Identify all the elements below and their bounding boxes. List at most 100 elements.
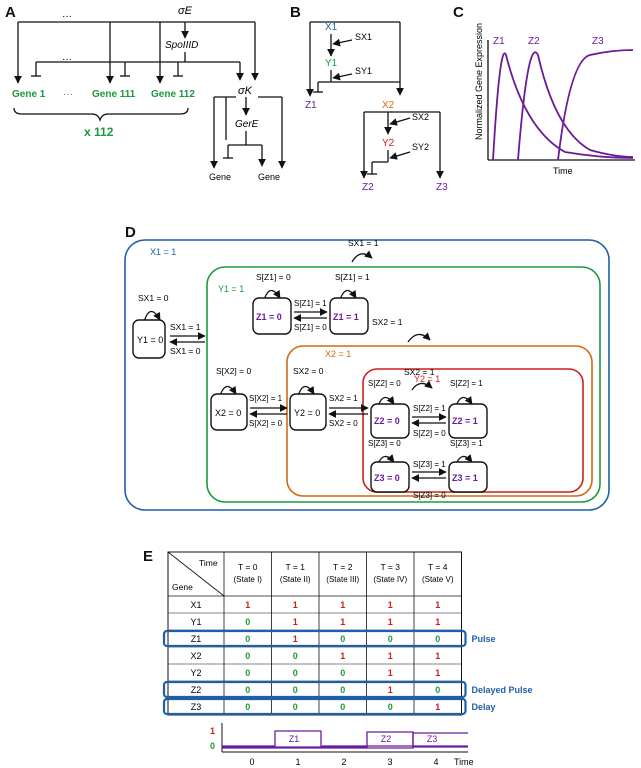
panel-e-label: E — [143, 548, 153, 565]
panel-a-label: A — [5, 4, 16, 21]
spoiiid-label: SpoIIID — [165, 40, 198, 51]
d-z2-node0: Z2 = 0 — [374, 416, 400, 426]
d-sz2-zero: S[Z2] = 0 — [368, 379, 401, 388]
d-sz3-b: S[Z3] = 0 — [413, 491, 446, 500]
timeline-y1: 1 — [210, 726, 215, 736]
panel-c-label: C — [453, 4, 464, 21]
d-sz3-zero: S[Z3] = 0 — [368, 439, 401, 448]
table-cell: 0 — [245, 702, 250, 712]
d-sx1-zero: SX1 = 0 — [138, 293, 169, 303]
b-z2: Z2 — [362, 182, 374, 193]
table-cell: 0 — [435, 634, 440, 644]
table-cell: 1 — [435, 702, 440, 712]
d-x2-node: X2 = 0 — [215, 408, 241, 418]
d-z3-node1: Z3 = 1 — [452, 473, 478, 483]
node-z1-1 — [329, 297, 369, 335]
d-sx2-b-b: SX2 = 0 — [329, 419, 358, 428]
col-header-time: T = 4 — [428, 562, 448, 572]
timeline-y0: 0 — [210, 741, 215, 751]
c-xlabel: Time — [553, 166, 573, 176]
col-header-state: (State V) — [422, 575, 454, 584]
corner-time: Time — [199, 558, 218, 568]
table-cell: 1 — [388, 617, 393, 627]
annotation-delayed_pulse: Delayed Pulse — [472, 685, 533, 695]
row-gene-label: X1 — [190, 600, 201, 610]
corner-diagonal — [167, 551, 225, 597]
table-cell: 0 — [340, 685, 345, 695]
d-z3-node0: Z3 = 0 — [374, 473, 400, 483]
c-ylabel: Normalized Gene Expression — [474, 23, 484, 140]
timeline-tick: 2 — [341, 757, 346, 767]
c-curve-z2 — [517, 51, 634, 161]
row-gene-label: X2 — [190, 651, 201, 661]
d-y1-node: Y1 = 0 — [137, 335, 163, 345]
d-sz2-one: S[Z2] = 1 — [450, 379, 483, 388]
d-sz1-one: S[Z1] = 1 — [335, 272, 370, 282]
gene-right-label: Gene — [258, 172, 280, 182]
annotation-pulse: Pulse — [472, 634, 496, 644]
table-cell: 0 — [435, 685, 440, 695]
panel-a: A σE ··· SpoIIID ··· Gene 1 ··· Gene 111… — [5, 4, 286, 182]
d-y1-state: Y1 = 1 — [218, 284, 244, 294]
d-sx1-eq1: SX1 = 1 — [170, 322, 201, 332]
b-sx1: SX1 — [355, 32, 372, 42]
table-cell: 0 — [245, 617, 250, 627]
multiplier-label: x 112 — [84, 125, 114, 139]
panel-b-label: B — [290, 4, 301, 21]
timeline-xlabel: Time — [454, 757, 474, 767]
table-cell: 1 — [435, 600, 440, 610]
c-curve-z3 — [557, 49, 634, 161]
gene1-label: Gene 1 — [12, 89, 46, 100]
d-sx2-zero-b: SX2 = 0 — [293, 366, 324, 376]
d-sx2-b-a: S[X2] = 0 — [249, 419, 283, 428]
table-cell: 0 — [388, 702, 393, 712]
b-sy2: SY2 — [412, 142, 429, 152]
table-cell: 0 — [340, 634, 345, 644]
sigma-k-label: σK — [238, 85, 253, 97]
table-cell: 1 — [388, 668, 393, 678]
y1-region — [206, 266, 601, 503]
table-cell: 0 — [388, 634, 393, 644]
corner-gene: Gene — [172, 582, 193, 592]
d-sx2-f-a: S[X2] = 1 — [249, 394, 283, 403]
d-sz3-one: S[Z3] = 1 — [450, 439, 483, 448]
timeline-label-z1: Z1 — [289, 734, 300, 744]
timeline-label-z3: Z3 — [427, 734, 438, 744]
top-dots: ··· — [62, 11, 72, 22]
brace — [13, 107, 189, 123]
node-z2-1 — [448, 403, 488, 439]
timeline-tick: 1 — [295, 757, 300, 767]
b-z1: Z1 — [305, 100, 317, 111]
highlight-delay — [162, 697, 467, 716]
table-cell: 1 — [245, 600, 250, 610]
gene112-label: Gene 112 — [151, 89, 195, 100]
timeline-label-z2: Z2 — [381, 734, 392, 744]
d-sx1-top: SX1 = 1 — [348, 238, 379, 248]
b-sy1: SY1 — [355, 66, 372, 76]
table-cell: 1 — [435, 668, 440, 678]
table-cell: 0 — [245, 685, 250, 695]
col-header-time: T = 3 — [381, 562, 401, 572]
row-gene-label: Y1 — [190, 617, 201, 627]
col-header-time: T = 2 — [333, 562, 353, 572]
timeline-tick: 0 — [249, 757, 254, 767]
col-header-time: T = 0 — [238, 562, 258, 572]
col-header-state: (State III) — [326, 575, 359, 584]
d-sx2-zero-a: S[X2] = 0 — [216, 366, 251, 376]
b-x1: X1 — [325, 22, 338, 33]
d-y2-node: Y2 = 0 — [294, 408, 320, 418]
b-sx2: SX2 — [412, 112, 429, 122]
col-header-state: (State IV) — [373, 575, 407, 584]
d-sx1-eq0: SX1 = 0 — [170, 346, 201, 356]
d-sz3-f: S[Z3] = 1 — [413, 460, 446, 469]
table-cell: 0 — [245, 634, 250, 644]
node-x2-0 — [210, 393, 248, 431]
node-y2-0 — [289, 393, 327, 431]
d-x2-state: X2 = 1 — [325, 349, 351, 359]
c-z3: Z3 — [592, 36, 604, 47]
c-curve-z1 — [492, 52, 634, 161]
table-cell: 1 — [435, 651, 440, 661]
d-z2-node1: Z2 = 1 — [452, 416, 478, 426]
